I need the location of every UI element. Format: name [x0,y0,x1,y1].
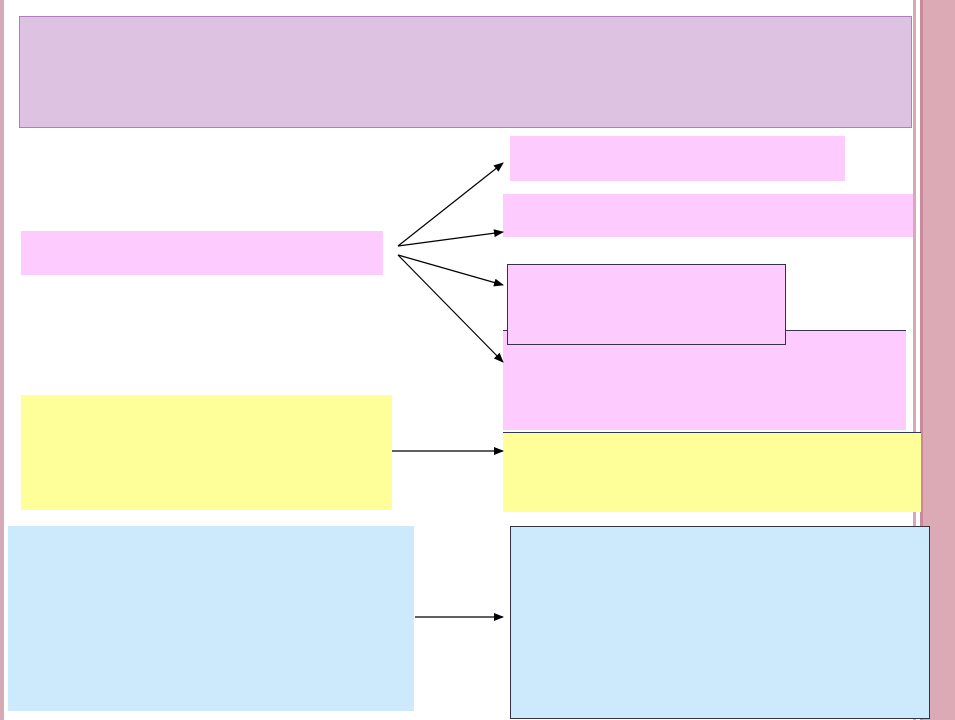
blue-source-box [8,526,414,711]
arrow-pink-3 [397,254,504,287]
pink-target-box-2 [503,194,913,237]
title-bar [19,16,912,128]
arrow-pink-2 [397,229,504,247]
arrow-pink-1 [397,162,504,247]
pink-target-box-1 [510,136,845,181]
pink-target-box-4 [503,330,906,430]
yellow-target-box [503,432,921,512]
arrow-pink-4 [397,254,504,363]
pink-target-box-3 [507,264,786,345]
pink-source-box [21,231,383,275]
blue-target-box [510,526,930,719]
right-rail-gap [916,0,920,720]
right-rail-line [920,0,923,720]
yellow-source-box [21,395,392,510]
right-thin-rail [913,0,916,720]
left-edge-rail [0,0,4,720]
